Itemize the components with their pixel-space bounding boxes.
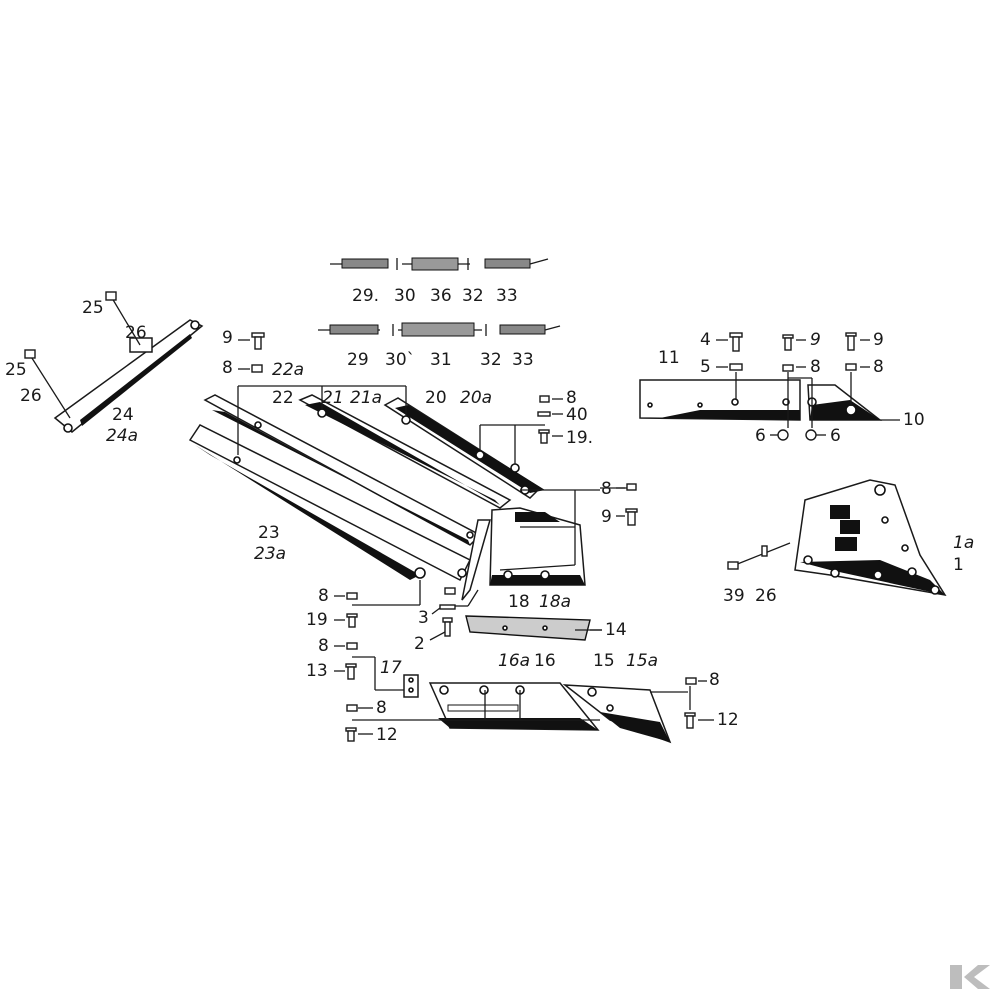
bolt-39: [727, 542, 791, 570]
label-11: 11: [658, 348, 680, 368]
label-20a: 20a: [460, 388, 493, 408]
label-31: 31: [430, 350, 452, 370]
label-8-left: 8: [222, 358, 233, 378]
label-19-top: 19.: [566, 428, 594, 448]
label-8-landside: 8: [810, 357, 821, 377]
label-29-upper: 29.: [352, 286, 380, 306]
label-8-low3: 8: [376, 698, 387, 718]
label-17: 17: [380, 658, 402, 678]
label-9-landside: 9: [810, 330, 821, 350]
label-18: 18: [508, 592, 530, 612]
label-16: 16: [534, 651, 556, 671]
label-30-upper: 30: [394, 286, 416, 306]
label-21a: 21a: [350, 388, 383, 408]
label-18a: 18a: [539, 592, 572, 612]
label-29-lower: 29: [347, 350, 369, 370]
label-25-lower: 25: [5, 360, 27, 380]
label-14: 14: [605, 620, 627, 640]
landside-11: [639, 379, 801, 421]
label-30-lower: 30`: [385, 350, 416, 370]
label-26-upper: 26: [125, 323, 147, 343]
label-5: 5: [700, 357, 711, 377]
label-24: 24: [112, 405, 134, 425]
moldboard-1: [794, 479, 947, 597]
label-8-right: 8: [873, 357, 884, 377]
label-16a: 16a: [498, 651, 531, 671]
heel-10: [807, 384, 883, 421]
label-13: 13: [306, 661, 328, 681]
label-22a: 22a: [272, 360, 305, 380]
wear-strip-14: [465, 615, 602, 641]
label-22: 22: [272, 388, 294, 408]
clip-17: [403, 674, 419, 698]
shaft-assembly-lower: [318, 322, 561, 337]
label-40: 40: [566, 405, 588, 425]
label-9-mid: 9: [601, 507, 612, 527]
brand-logo-icon: [950, 965, 990, 989]
label-20: 20: [425, 388, 447, 408]
label-6-right: 6: [830, 426, 841, 446]
label-2: 2: [414, 634, 425, 654]
label-39: 39: [723, 586, 745, 606]
hardware-and-leaders: [238, 332, 900, 742]
label-21: 21: [322, 388, 344, 408]
label-33-upper: 33: [496, 286, 518, 306]
label-23a: 23a: [254, 544, 287, 564]
label-6-left: 6: [755, 426, 766, 446]
label-4: 4: [700, 330, 711, 350]
label-19-low: 19: [306, 610, 328, 630]
label-1a: 1a: [953, 533, 975, 553]
label-1: 1: [953, 555, 964, 575]
label-26-lower: 26: [20, 386, 42, 406]
label-33-lower: 33: [512, 350, 534, 370]
label-8-low1: 8: [318, 586, 329, 606]
label-12-left: 12: [376, 725, 398, 745]
label-8-mid: 8: [601, 479, 612, 499]
shaft-assembly-upper: [330, 257, 549, 271]
label-9-right: 9: [873, 330, 884, 350]
label-8-low2: 8: [318, 636, 329, 656]
label-24a: 24a: [106, 426, 139, 446]
label-9-left: 9: [222, 328, 233, 348]
frog-18: [461, 489, 600, 601]
brace-bar-24: [24, 291, 204, 433]
label-32-upper: 32: [462, 286, 484, 306]
moldboard-strips: [188, 385, 545, 582]
label-26-right: 26: [755, 586, 777, 606]
label-23: 23: [258, 523, 280, 543]
label-8-low-right: 8: [709, 670, 720, 690]
label-8-top: 8: [566, 388, 577, 408]
label-15a: 15a: [626, 651, 659, 671]
label-36: 36: [430, 286, 452, 306]
label-25-upper: 25: [82, 298, 104, 318]
label-3: 3: [418, 608, 429, 628]
label-32-lower: 32: [480, 350, 502, 370]
label-15: 15: [593, 651, 615, 671]
share-16: [428, 682, 600, 731]
point-15: [562, 684, 688, 744]
label-10: 10: [903, 410, 925, 430]
label-12-right: 12: [717, 710, 739, 730]
